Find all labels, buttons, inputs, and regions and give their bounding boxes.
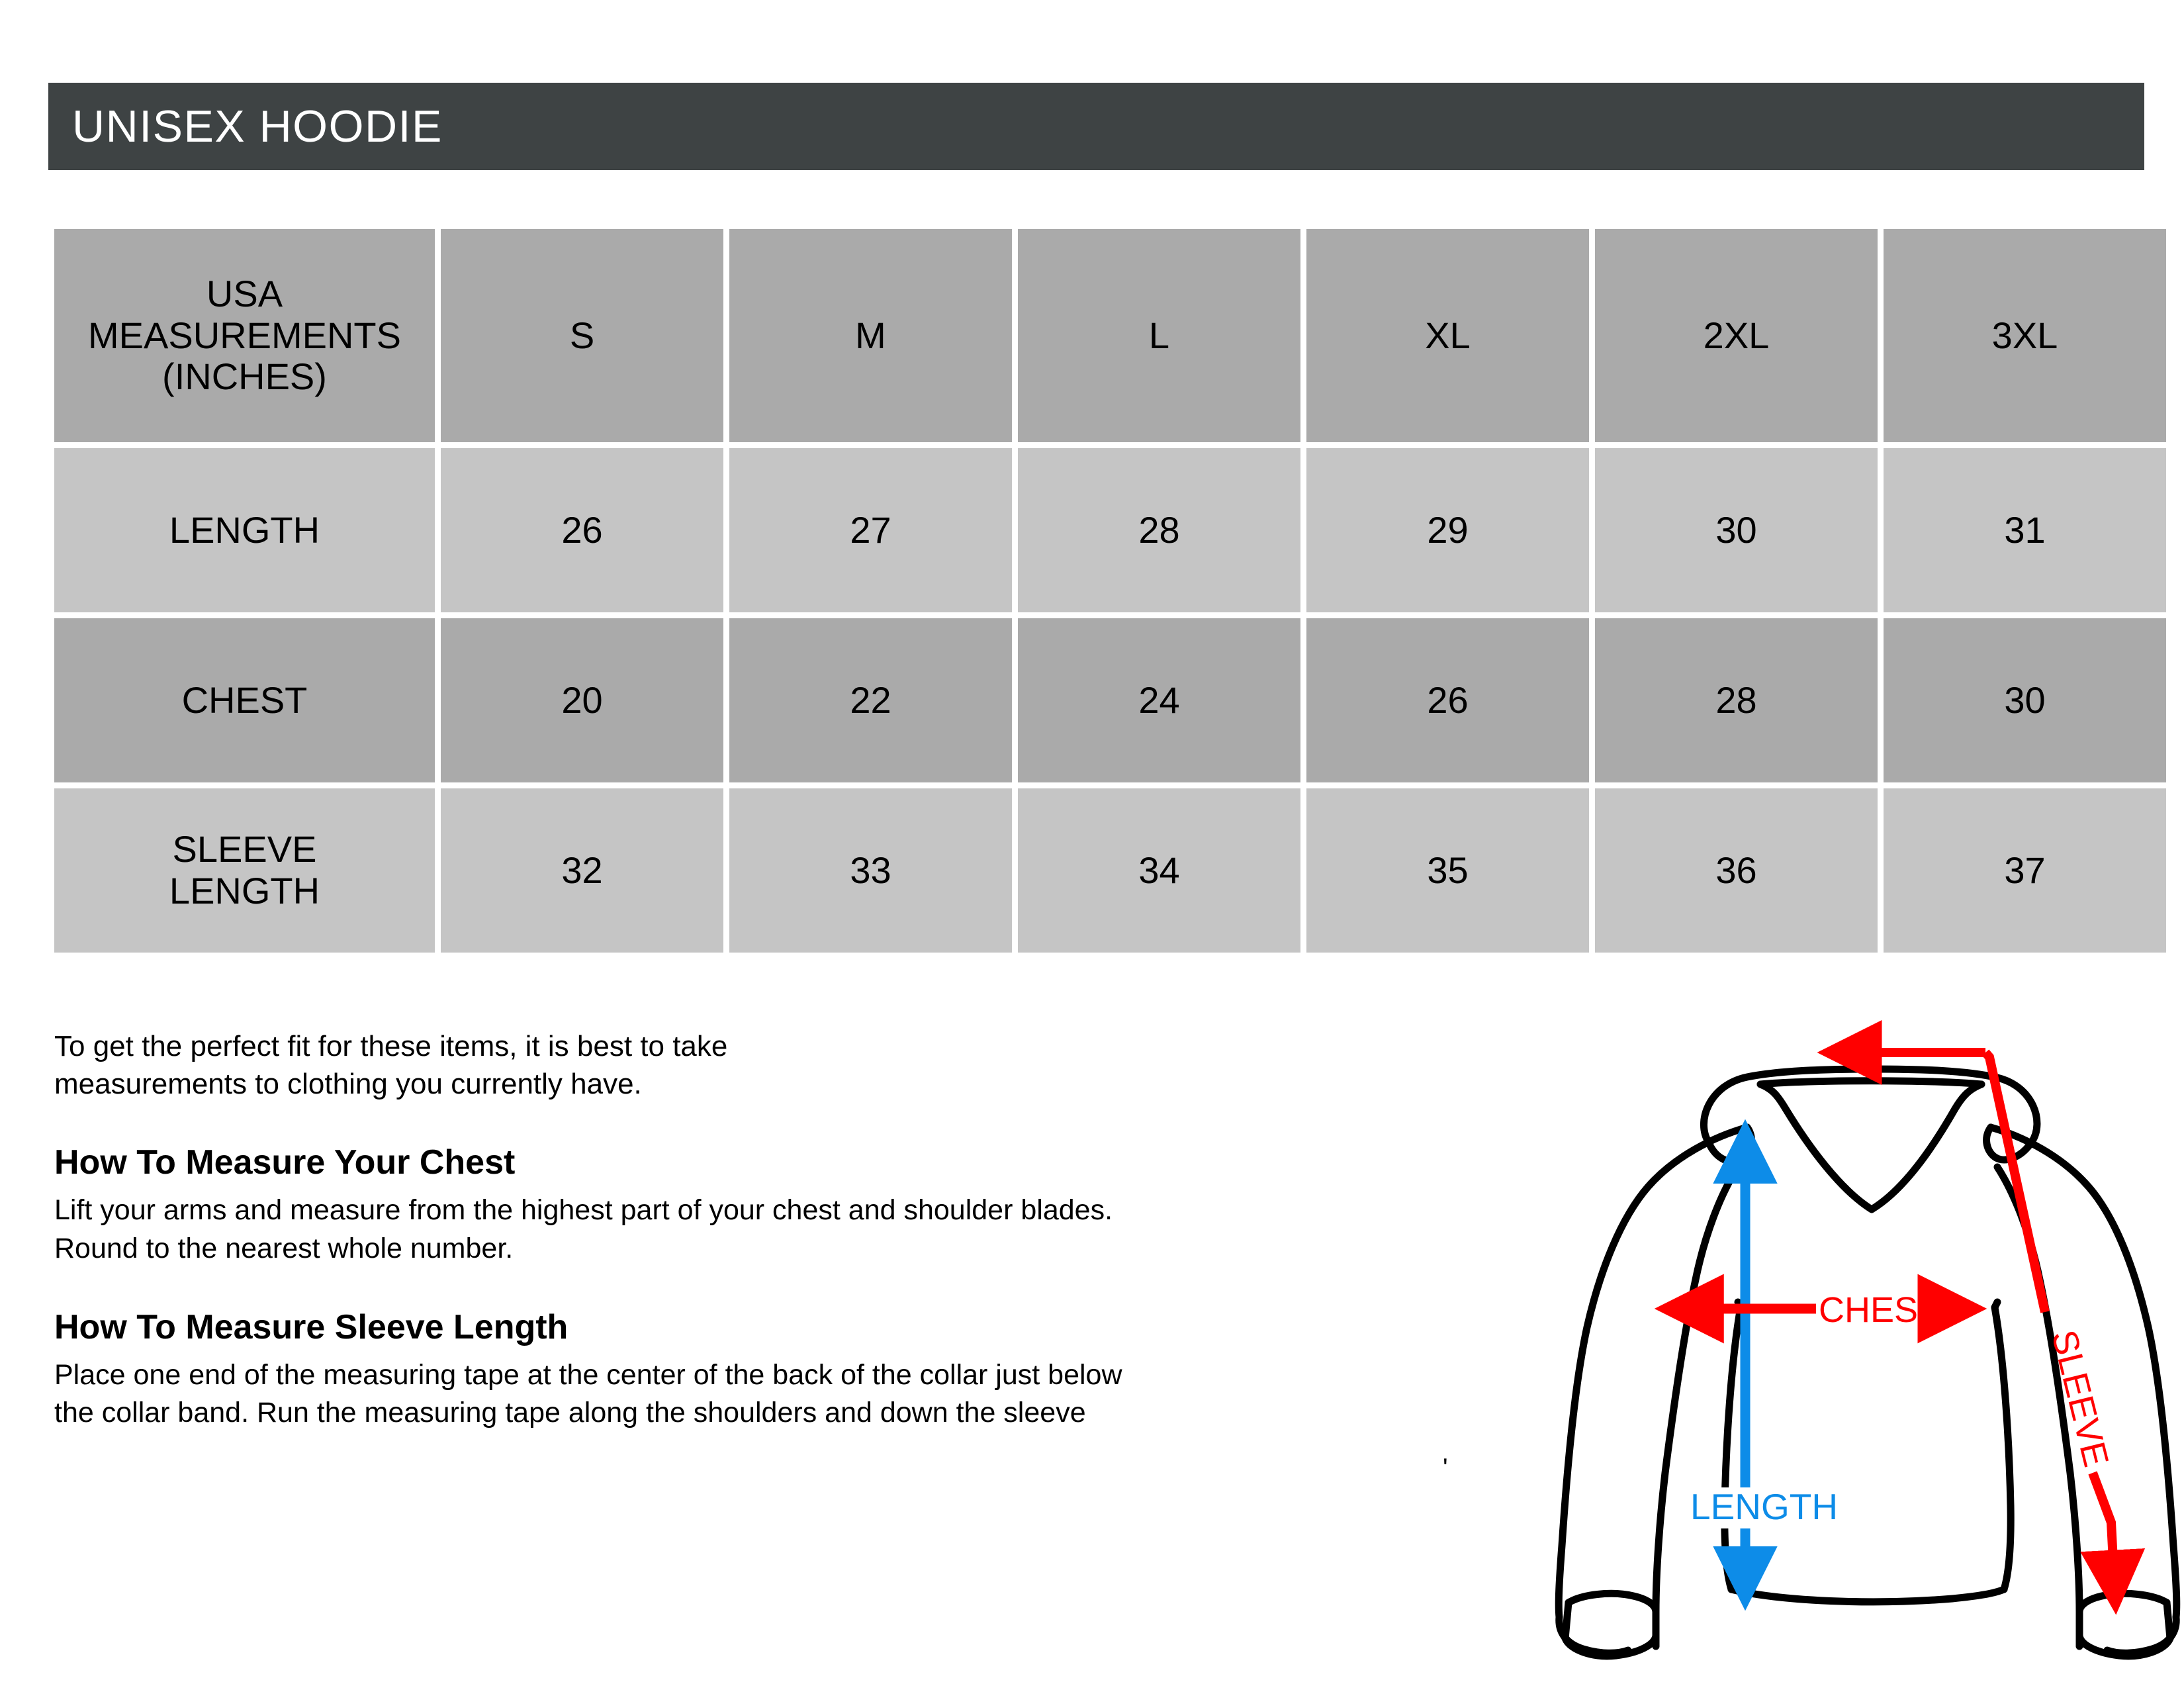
size-chart-table: USA MEASUREMENTS (INCHES) S M L XL 2XL 3… <box>48 223 2172 959</box>
corner-line-1: USA <box>206 272 283 314</box>
cell-length-xl: 29 <box>1306 448 1589 612</box>
cell-length-2xl: 30 <box>1595 448 1878 612</box>
table-row-sleeve-length: SLEEVE LENGTH 32 33 34 35 36 37 <box>54 788 2166 953</box>
length-measurement-arrow: LENGTH <box>1686 1119 1838 1611</box>
page-title: UNISEX HOODIE <box>72 101 443 152</box>
cell-chest-l: 24 <box>1018 618 1300 782</box>
cell-sleeve-m: 33 <box>729 788 1012 953</box>
cell-length-l: 28 <box>1018 448 1300 612</box>
instructions-panel: To get the perfect fit for these items, … <box>54 1027 1543 1432</box>
length-label: LENGTH <box>1690 1486 1838 1527</box>
cell-chest-xl: 26 <box>1306 618 1589 782</box>
page-title-bar: UNISEX HOODIE <box>48 83 2144 170</box>
row-label-chest: CHEST <box>54 618 435 782</box>
row-label-sleeve-line2: LENGTH <box>169 870 320 912</box>
chest-label: CHEST <box>1819 1290 1940 1330</box>
chest-measurement-arrow: CHEST <box>1654 1274 1987 1344</box>
row-label-length: LENGTH <box>54 448 435 612</box>
table-corner-header: USA MEASUREMENTS (INCHES) <box>54 229 435 442</box>
column-header-s: S <box>441 229 723 442</box>
sleeve-instruction-line-2: the collar band. Run the measuring tape … <box>54 1396 1086 1429</box>
chest-instruction-line-1: Lift your arms and measure from the high… <box>54 1194 1113 1227</box>
table-row-length: LENGTH 26 27 28 29 30 31 <box>54 448 2166 612</box>
heading-measure-chest: How To Measure Your Chest <box>54 1143 516 1182</box>
column-header-m: M <box>729 229 1012 442</box>
cell-sleeve-xl: 35 <box>1306 788 1589 953</box>
cell-sleeve-3xl: 37 <box>1884 788 2166 953</box>
column-header-l: L <box>1018 229 1300 442</box>
corner-line-3: (INCHES) <box>162 355 327 398</box>
cell-sleeve-s: 32 <box>441 788 723 953</box>
cell-length-s: 26 <box>441 448 723 612</box>
column-header-2xl: 2XL <box>1595 229 1878 442</box>
row-label-sleeve-line1: SLEEVE <box>172 828 317 870</box>
chest-instruction-line-2: Round to the nearest whole number. <box>54 1232 514 1264</box>
cell-chest-m: 22 <box>729 618 1012 782</box>
hoodie-measurement-diagram: LENGTH CHEST SLEEVE <box>1542 1016 2184 1688</box>
row-label-sleeve-length: SLEEVE LENGTH <box>54 788 435 953</box>
cell-length-m: 27 <box>729 448 1012 612</box>
cell-chest-3xl: 30 <box>1884 618 2166 782</box>
corner-line-2: MEASUREMENTS <box>88 314 401 356</box>
table-header-row: USA MEASUREMENTS (INCHES) S M L XL 2XL 3… <box>54 229 2166 442</box>
cell-chest-s: 20 <box>441 618 723 782</box>
table-row-chest: CHEST 20 22 24 26 28 30 <box>54 618 2166 782</box>
sleeve-label: SLEEVE <box>2044 1326 2116 1470</box>
cell-length-3xl: 31 <box>1884 448 2166 612</box>
heading-measure-sleeve-length: How To Measure Sleeve Length <box>54 1307 569 1346</box>
intro-line-1: To get the perfect fit for these items, … <box>54 1030 728 1062</box>
cell-sleeve-2xl: 36 <box>1595 788 1878 953</box>
cell-sleeve-l: 34 <box>1018 788 1300 953</box>
stray-apostrophe-mark: ' <box>1443 1454 1448 1483</box>
intro-line-2: measurements to clothing you currently h… <box>54 1068 642 1101</box>
cell-chest-2xl: 28 <box>1595 618 1878 782</box>
sleeve-instruction-line-1: Place one end of the measuring tape at t… <box>54 1358 1122 1391</box>
column-header-xl: XL <box>1306 229 1589 442</box>
column-header-3xl: 3XL <box>1884 229 2166 442</box>
